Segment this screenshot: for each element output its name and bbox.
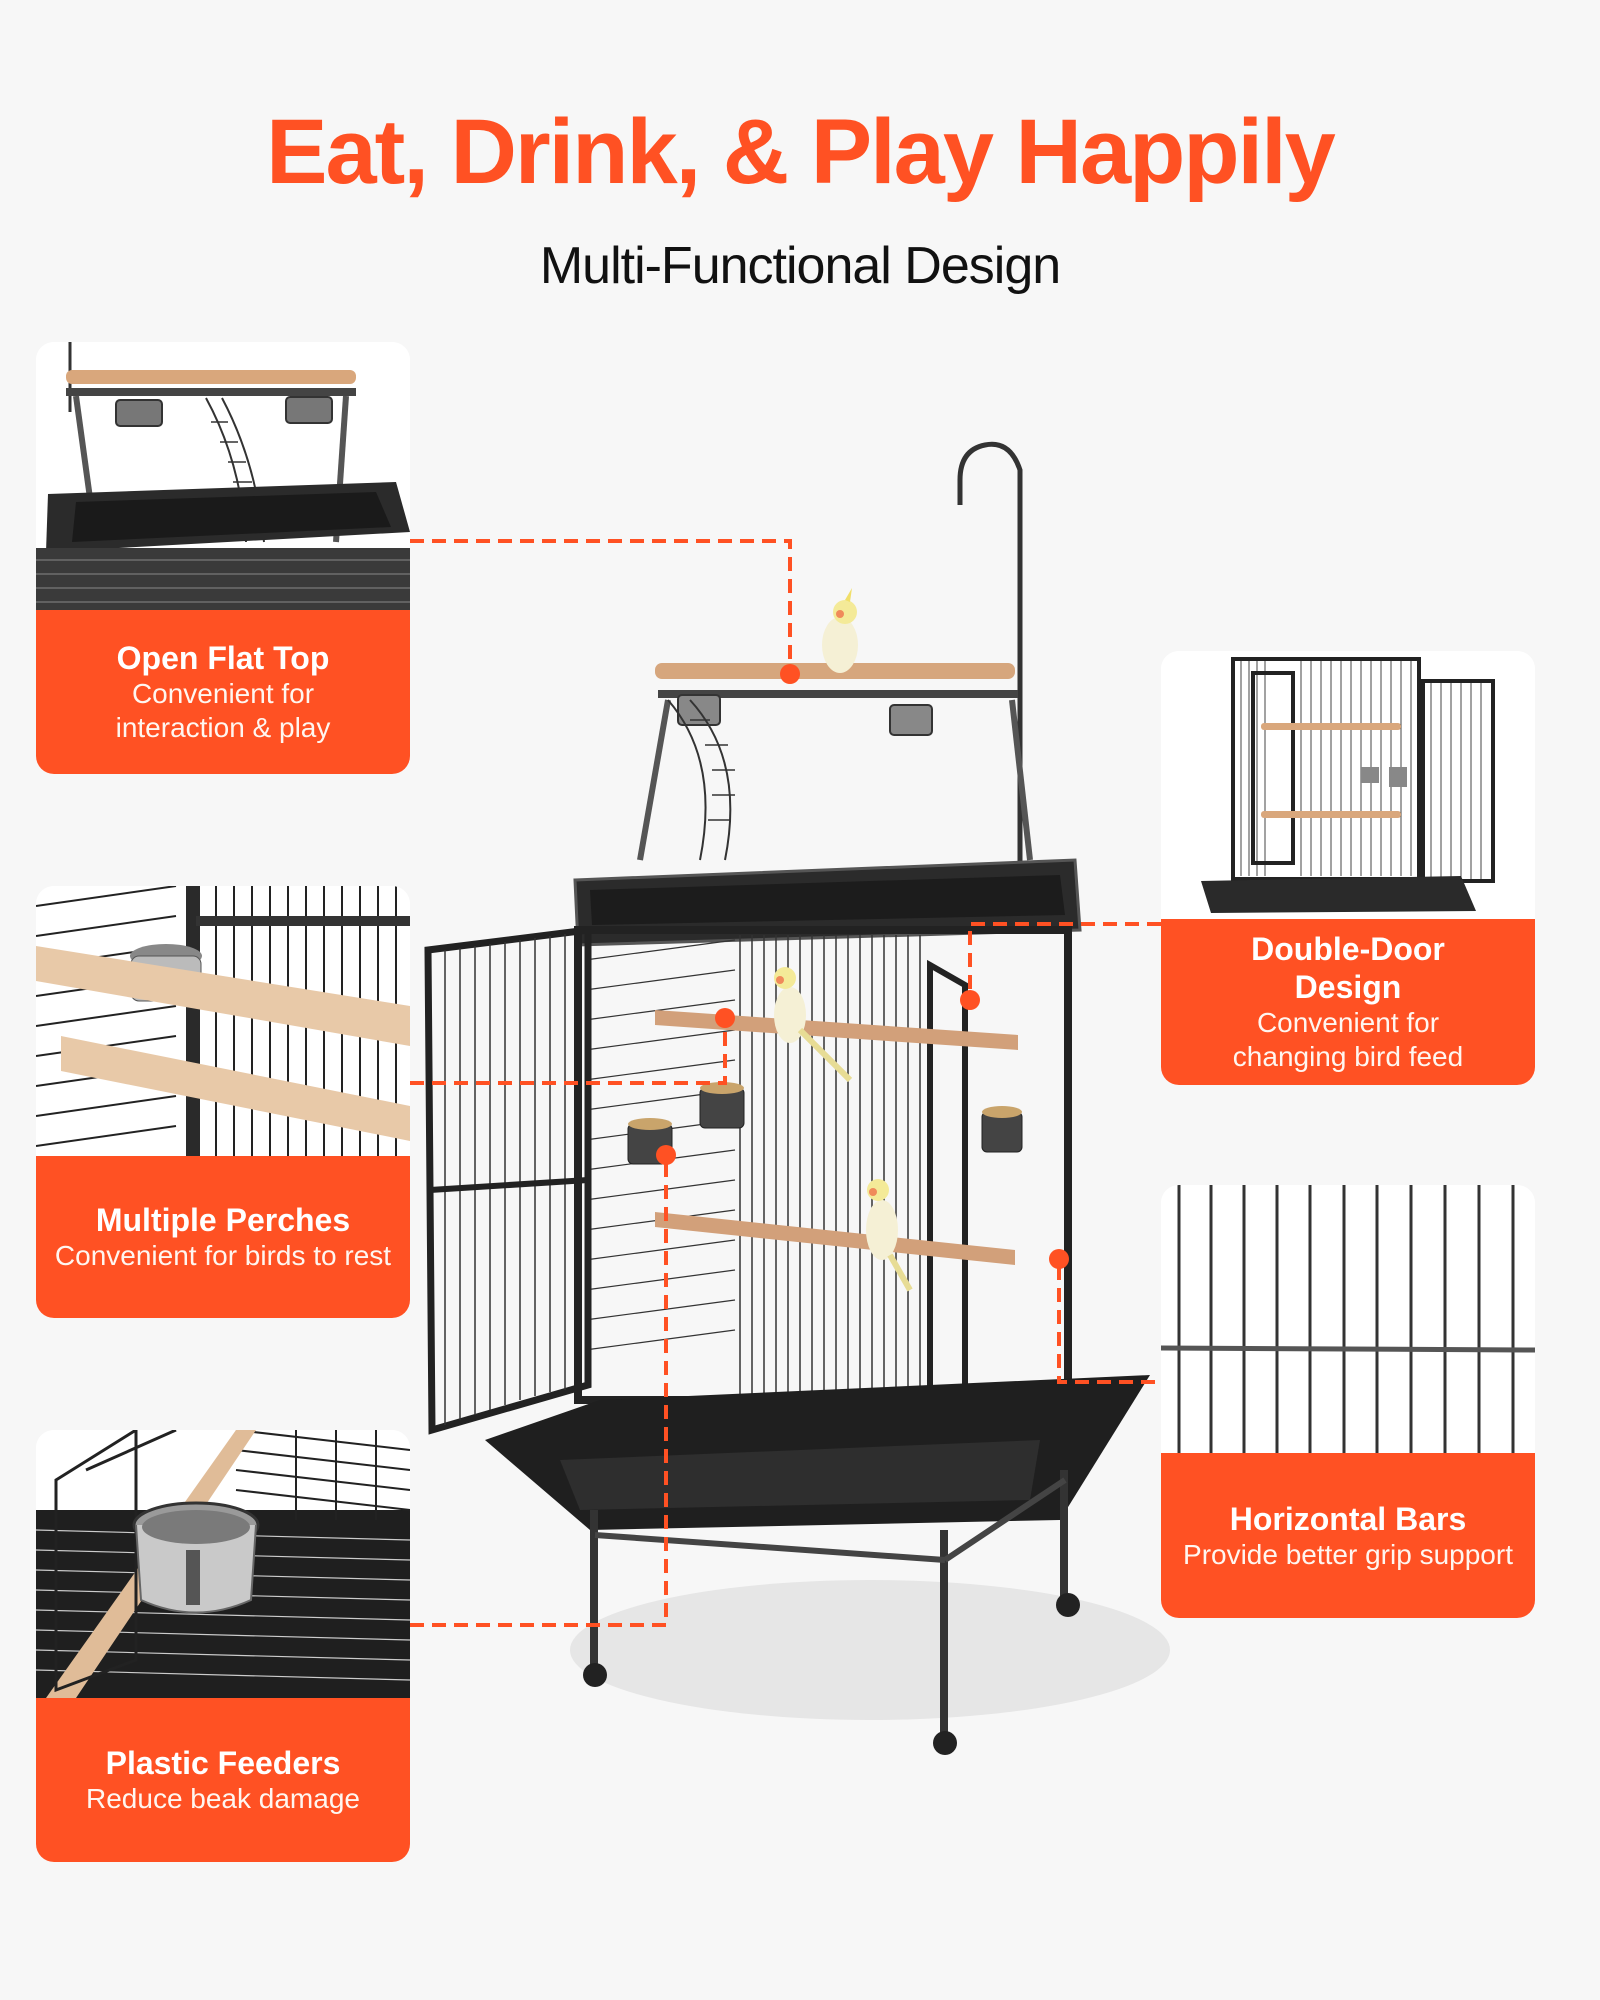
feature-description: interaction & play <box>115 712 331 743</box>
feature-description: Convenient for <box>1256 1007 1440 1038</box>
feature-description: Provide better grip support <box>1183 1538 1513 1570</box>
horizontal-bars-label: Horizontal Bars Provide better grip supp… <box>1161 1453 1535 1618</box>
feature-title: Open Flat Top <box>116 640 330 676</box>
feature-description: Reduce beak damage <box>86 1783 360 1814</box>
feature-card-open-flat-top: Open Flat Top Convenient for interaction… <box>36 342 410 774</box>
multiple-perches-label: Multiple Perches Convenient for birds to… <box>36 1156 410 1318</box>
double-door-label: Double-Door Design Convenient for changi… <box>1161 919 1535 1085</box>
double-door-photo <box>1161 651 1535 919</box>
open-flat-top-label: Open Flat Top Convenient for interaction… <box>36 610 410 774</box>
feature-card-multiple-perches: Multiple Perches Convenient for birds to… <box>36 886 410 1318</box>
feature-title: Horizontal Bars <box>1229 1500 1467 1537</box>
feature-card-plastic-feeders: Plastic Feeders Reduce beak damage <box>36 1430 410 1862</box>
feature-description: changing bird feed <box>1232 1041 1464 1072</box>
multiple-perches-photo <box>36 886 410 1156</box>
bird-cage-product-image <box>420 430 1180 1780</box>
feature-description: Convenient for birds to rest <box>54 1240 392 1271</box>
page-subtitle: Multi-Functional Design <box>539 237 1061 295</box>
feature-title: Double-Door <box>1251 931 1445 967</box>
feature-title: Multiple Perches <box>95 1202 351 1238</box>
open-flat-top-photo <box>36 342 410 610</box>
page-title: Eat, Drink, & Play Happily <box>266 101 1336 203</box>
horizontal-bars-photo <box>1161 1185 1535 1453</box>
feature-card-double-door-design: Double-Door Design Convenient for changi… <box>1161 651 1535 1085</box>
feature-title: Design <box>1294 969 1402 1005</box>
plastic-feeders-photo <box>36 1430 410 1698</box>
feature-description: Convenient for <box>131 678 315 709</box>
feature-title: Plastic Feeders <box>105 1745 341 1781</box>
feature-card-horizontal-bars: Horizontal Bars Provide better grip supp… <box>1161 1185 1535 1618</box>
plastic-feeders-label: Plastic Feeders Reduce beak damage <box>36 1698 410 1862</box>
